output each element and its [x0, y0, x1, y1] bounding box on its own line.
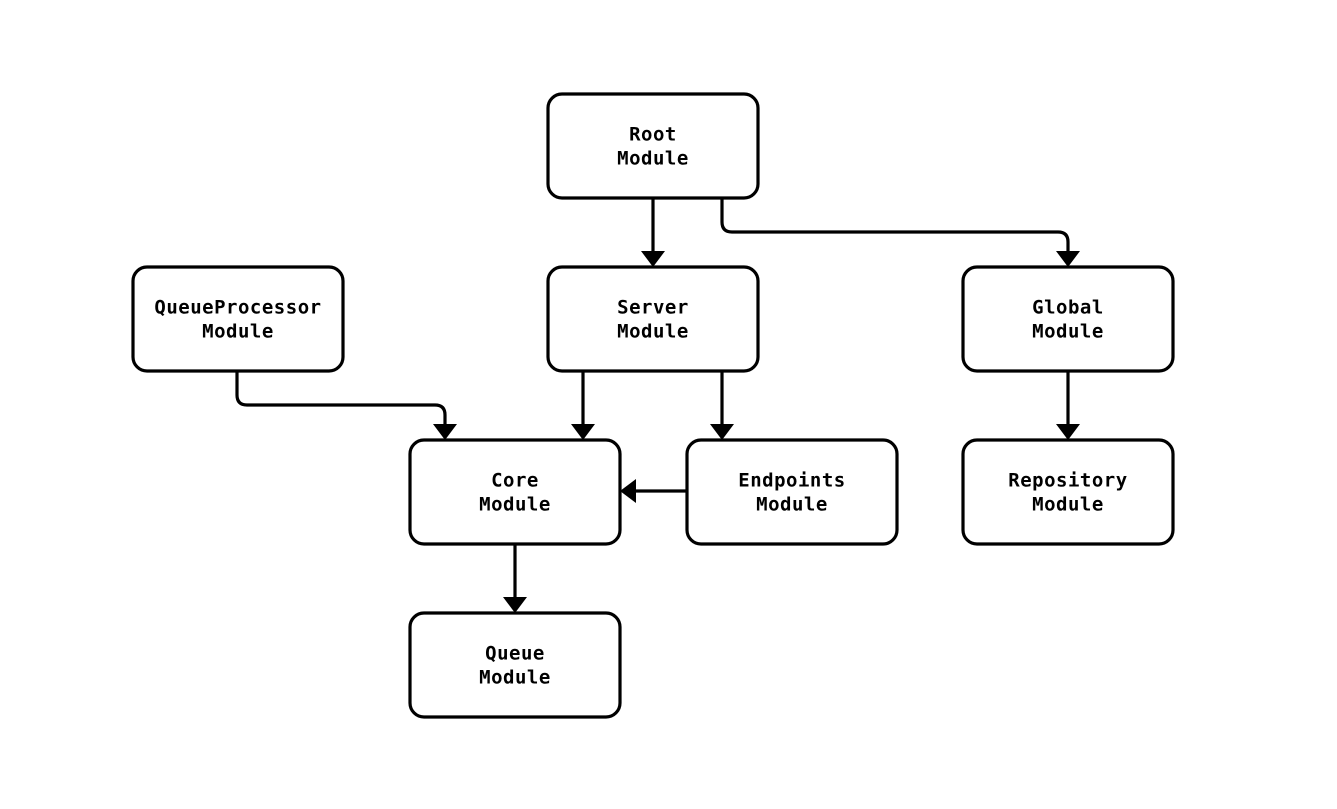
- edge-line: [235, 371, 447, 426]
- node-label-line2: Module: [479, 667, 551, 689]
- edge-core-to-queue: [503, 544, 527, 613]
- node-label-line2: Module: [617, 148, 689, 170]
- node-box[interactable]: [408, 438, 622, 546]
- node-label-line1: Global: [1032, 297, 1104, 319]
- edge-endpoints-to-core: [620, 479, 687, 503]
- nodes-layer: RootModuleQueueProcessorModuleServerModu…: [131, 92, 1175, 719]
- edge-line: [720, 198, 1070, 253]
- edge-arrowhead: [433, 424, 457, 440]
- node-box[interactable]: [961, 438, 1175, 546]
- node-box[interactable]: [961, 265, 1175, 373]
- edge-arrowhead: [1056, 424, 1080, 440]
- node-label-line1: Queue: [485, 643, 545, 665]
- edge-global-to-repository: [1056, 371, 1080, 440]
- edge-arrowhead: [1056, 251, 1080, 267]
- node-label-line2: Module: [202, 321, 274, 343]
- node-label-line1: Server: [617, 297, 689, 319]
- edge-arrowhead: [571, 424, 595, 440]
- edge-arrowhead: [503, 597, 527, 613]
- node-box[interactable]: [546, 265, 760, 373]
- node-box[interactable]: [546, 92, 760, 200]
- node-label-line2: Module: [1032, 494, 1104, 516]
- edge-root-to-global: [720, 198, 1080, 267]
- node-label-line2: Module: [617, 321, 689, 343]
- node-label-line1: Core: [491, 470, 539, 492]
- node-label-line2: Module: [756, 494, 828, 516]
- node-box[interactable]: [408, 611, 622, 719]
- edge-queueprocessor-to-core: [235, 371, 457, 440]
- edges-layer: [235, 198, 1080, 613]
- node-label-line1: QueueProcessor: [154, 297, 321, 319]
- node-box[interactable]: [685, 438, 899, 546]
- edge-root-to-server: [641, 198, 665, 267]
- node-label-line2: Module: [1032, 321, 1104, 343]
- edge-arrowhead: [641, 251, 665, 267]
- edge-arrowhead: [710, 424, 734, 440]
- node-label-line1: Repository: [1008, 470, 1127, 492]
- node-label-line2: Module: [479, 494, 551, 516]
- edge-server-to-core: [571, 371, 595, 440]
- edge-arrowhead: [620, 479, 636, 503]
- edge-server-to-endpoints: [710, 371, 734, 440]
- node-label-line1: Root: [629, 124, 677, 146]
- node-label-line1: Endpoints: [738, 470, 845, 492]
- node-box[interactable]: [131, 265, 345, 373]
